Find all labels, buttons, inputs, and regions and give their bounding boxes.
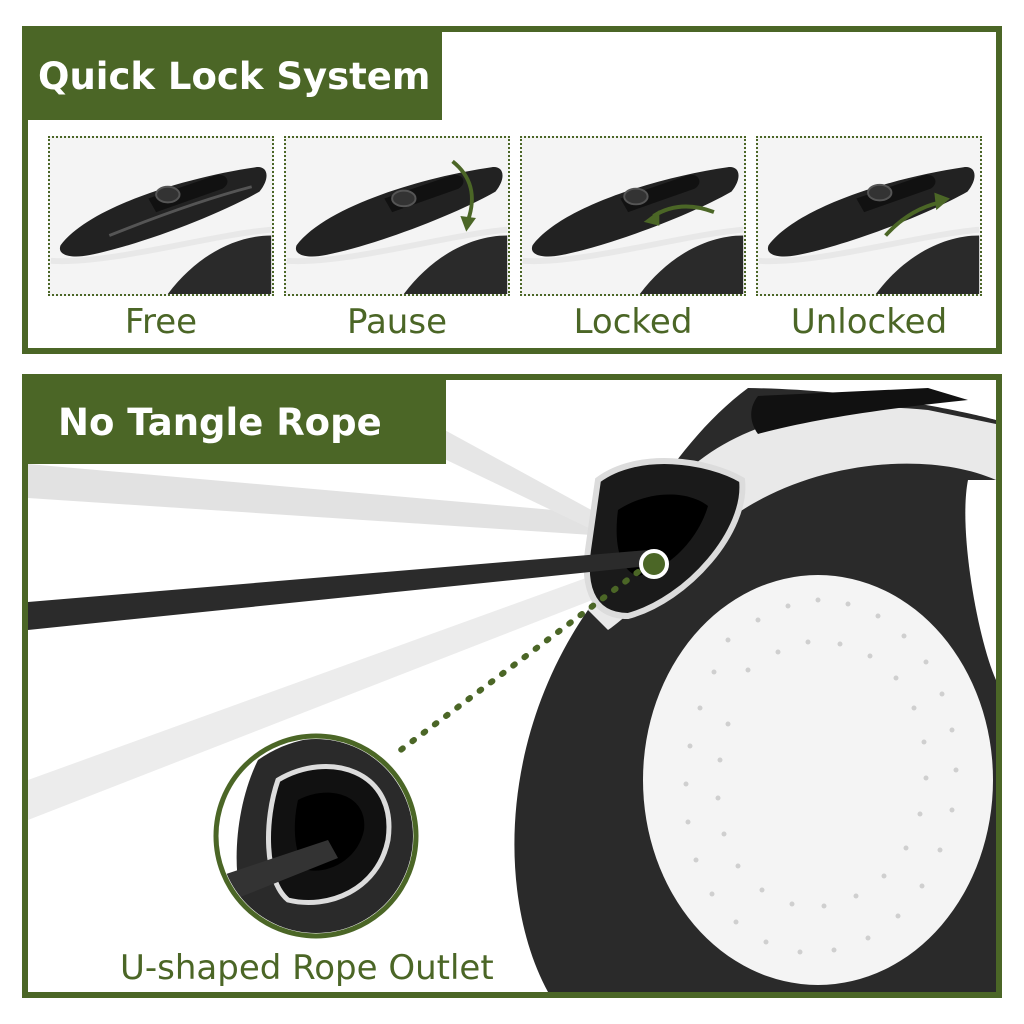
handle-unlocked-illustration xyxy=(758,167,980,294)
arrow-forward-icon xyxy=(884,200,941,237)
lock-step-unlocked-image xyxy=(756,136,982,296)
cover-dot-pattern xyxy=(683,597,959,955)
lock-step-pause-label: Pause xyxy=(347,302,447,342)
no-tangle-panel: No Tangle Rope U-shaped Rope Outlet xyxy=(22,374,1002,998)
leash-rope xyxy=(28,550,648,630)
quick-lock-panel: Quick Lock System Free Pause xyxy=(22,26,1002,354)
lock-step-locked-image xyxy=(520,136,746,296)
motion-streak xyxy=(388,410,628,542)
handle-grip-opening xyxy=(965,480,996,680)
outlet-pointer-line xyxy=(395,569,641,755)
handle-button-slot xyxy=(751,388,968,434)
leash-product-illustration xyxy=(28,388,996,992)
handle-pause-illustration xyxy=(286,159,508,294)
motion-streak xyxy=(28,570,618,820)
quick-lock-title: Quick Lock System xyxy=(28,32,442,120)
lock-step-pause-image xyxy=(284,136,510,296)
lock-step-unlocked-label: Unlocked xyxy=(790,302,948,342)
housing-white-cover xyxy=(643,575,993,985)
handle-free-illustration xyxy=(50,167,272,294)
outlet-zoom-detail xyxy=(219,739,413,933)
outlet-marker-dot xyxy=(639,549,669,579)
lock-step-locked-label: Locked xyxy=(573,302,693,342)
arrow-down-icon xyxy=(451,159,474,221)
motion-streak xyxy=(28,464,668,540)
handle-locked-illustration xyxy=(522,167,744,294)
no-tangle-title: No Tangle Rope xyxy=(28,380,446,464)
lock-step-free-image xyxy=(48,136,274,296)
housing-white-trim xyxy=(588,407,996,630)
lock-step-free-label: Free xyxy=(124,302,198,342)
outlet-caption: U-shaped Rope Outlet xyxy=(120,948,494,988)
